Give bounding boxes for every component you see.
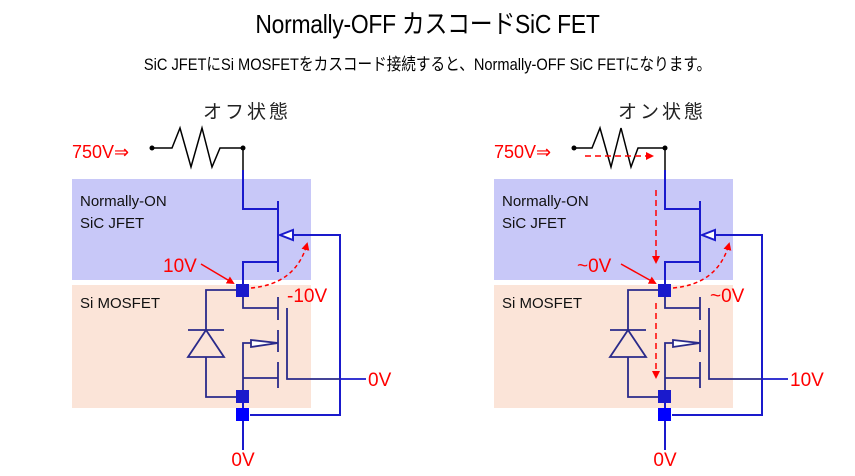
node-mosfet-source [658, 390, 671, 403]
midpoint-voltage-label: ~0V [577, 256, 612, 277]
input-voltage-label: 750V⇒ [494, 142, 551, 162]
source-voltage-label: 0V [653, 450, 677, 471]
jfet-region [494, 179, 733, 280]
gate-voltage-arrow [672, 242, 732, 289]
input-voltage-label: 750V⇒ [72, 142, 129, 162]
node-midpoint [658, 284, 671, 297]
resistor-icon [571, 125, 668, 170]
jfet-region [72, 179, 311, 280]
state-label: オン状態 [618, 101, 706, 123]
node-mosfet-source [236, 390, 249, 403]
jfet-label-line2: SiC JFET [502, 215, 566, 232]
mosfet-symbol [186, 289, 340, 398]
mosfet-label: Si MOSFET [502, 295, 582, 312]
panel-off-state: オフ状態 750V⇒ [72, 101, 392, 471]
jfet-label-line2: SiC JFET [80, 215, 144, 232]
jfet-label-line1: Normally-ON [80, 193, 167, 210]
jfet-gate-voltage-label: -10V [287, 286, 327, 307]
resistor-icon [149, 125, 246, 170]
midpoint-pointer-arrow [200, 263, 235, 285]
state-label: オフ状態 [203, 101, 291, 123]
mosfet-gate-voltage-label: 10V [790, 370, 824, 391]
mosfet-symbol [608, 289, 762, 398]
midpoint-pointer-arrow [620, 263, 657, 284]
mosfet-label: Si MOSFET [80, 295, 160, 312]
source-voltage-label: 0V [231, 450, 255, 471]
jfet-gate-voltage-label: ~0V [710, 286, 745, 307]
jfet-symbol [242, 170, 341, 416]
mosfet-region [494, 285, 733, 408]
node-source [658, 408, 671, 421]
page-title: Normally-OFF カスコードSiC FET [255, 9, 600, 39]
midpoint-voltage-label: 10V [163, 256, 197, 277]
jfet-symbol [664, 170, 763, 416]
panel-on-state: オン状態 750V⇒ [494, 101, 824, 471]
mosfet-gate-voltage-label: 0V [368, 370, 392, 391]
mosfet-region [72, 285, 311, 408]
page-subtitle: SiC JFETにSi MOSFETをカスコード接続すると、Normally-O… [143, 55, 712, 74]
gate-voltage-arrow [250, 242, 310, 289]
jfet-label-line1: Normally-ON [502, 193, 589, 210]
node-midpoint [236, 284, 249, 297]
node-source [236, 408, 249, 421]
